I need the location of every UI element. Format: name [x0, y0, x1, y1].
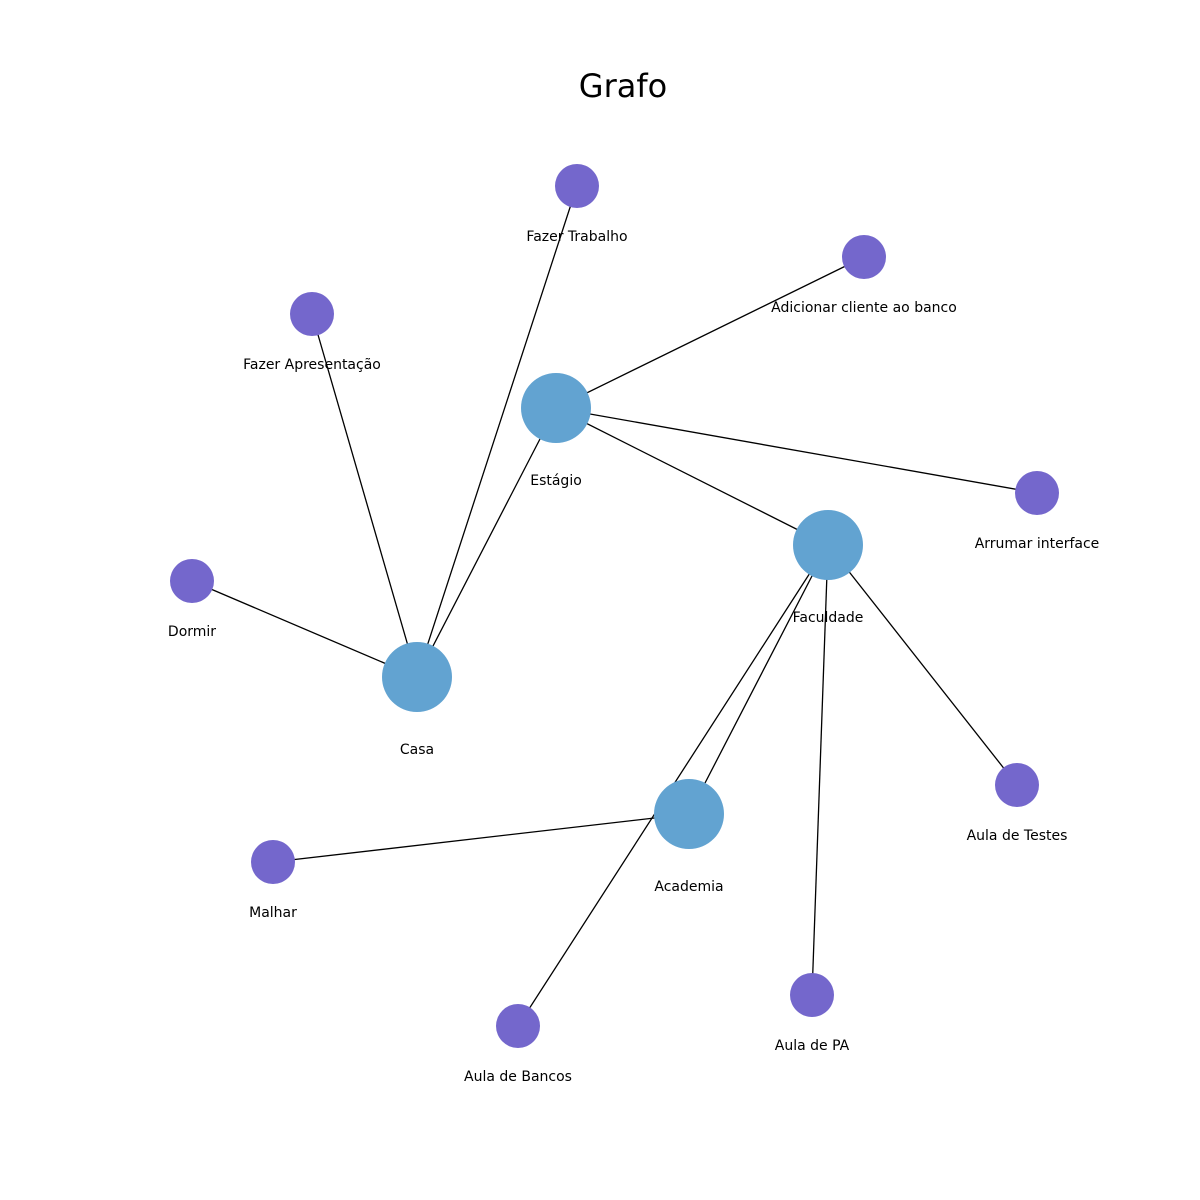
node-adicionar-cliente: Adicionar cliente ao banco: [771, 235, 957, 316]
edge-faculdade-aula-testes: [827, 544, 1018, 786]
node-circle-estagio: [521, 373, 591, 443]
node-label-faculdade: Faculdade: [793, 610, 864, 626]
node-label-malhar: Malhar: [249, 905, 297, 921]
node-circle-aula-bancos: [496, 1004, 540, 1048]
node-circle-fazer-trabalho: [555, 164, 599, 208]
node-label-casa: Casa: [400, 742, 434, 758]
node-circle-aula-pa: [790, 973, 834, 1017]
node-arrumar-interface: Arrumar interface: [975, 471, 1100, 552]
node-circle-arrumar-interface: [1015, 471, 1059, 515]
node-label-academia: Academia: [654, 879, 723, 895]
node-circle-academia: [654, 779, 724, 849]
node-circle-dormir: [170, 559, 214, 603]
edge-casa-fazer-apresentacao: [311, 313, 418, 678]
node-malhar: Malhar: [249, 840, 297, 921]
node-faculdade: Faculdade: [793, 510, 864, 626]
node-label-fazer-apresentacao: Fazer Apresentação: [243, 357, 381, 373]
node-label-arrumar-interface: Arrumar interface: [975, 536, 1100, 552]
node-fazer-trabalho: Fazer Trabalho: [526, 164, 628, 245]
edge-faculdade-academia: [688, 544, 829, 815]
node-label-aula-testes: Aula de Testes: [967, 828, 1068, 844]
node-label-aula-pa: Aula de PA: [775, 1038, 850, 1054]
edge-estagio-faculdade: [555, 407, 829, 546]
node-label-estagio: Estágio: [530, 473, 582, 489]
node-dormir: Dormir: [168, 559, 216, 640]
graph-title: Grafo: [579, 67, 667, 105]
edge-estagio-arrumar-interface: [555, 407, 1038, 494]
node-label-adicionar-cliente: Adicionar cliente ao banco: [771, 300, 957, 316]
edge-estagio-adicionar-cliente: [555, 256, 865, 409]
node-circle-adicionar-cliente: [842, 235, 886, 279]
node-casa: Casa: [382, 642, 452, 758]
node-label-aula-bancos: Aula de Bancos: [464, 1069, 572, 1085]
node-circle-malhar: [251, 840, 295, 884]
node-aula-pa: Aula de PA: [775, 973, 850, 1054]
edge-faculdade-aula-pa: [811, 544, 829, 996]
node-academia: Academia: [654, 779, 724, 895]
edge-estagio-casa: [416, 407, 557, 678]
node-label-dormir: Dormir: [168, 624, 216, 640]
node-estagio: Estágio: [521, 373, 591, 489]
edge-academia-malhar: [272, 813, 690, 863]
edge-casa-fazer-trabalho: [416, 185, 578, 678]
node-circle-aula-testes: [995, 763, 1039, 807]
node-circle-faculdade: [793, 510, 863, 580]
node-circle-fazer-apresentacao: [290, 292, 334, 336]
node-label-fazer-trabalho: Fazer Trabalho: [526, 229, 627, 245]
node-fazer-apresentacao: Fazer Apresentação: [243, 292, 381, 373]
node-aula-testes: Aula de Testes: [967, 763, 1068, 844]
node-circle-casa: [382, 642, 452, 712]
node-aula-bancos: Aula de Bancos: [464, 1004, 572, 1085]
edge-casa-dormir: [191, 580, 418, 678]
